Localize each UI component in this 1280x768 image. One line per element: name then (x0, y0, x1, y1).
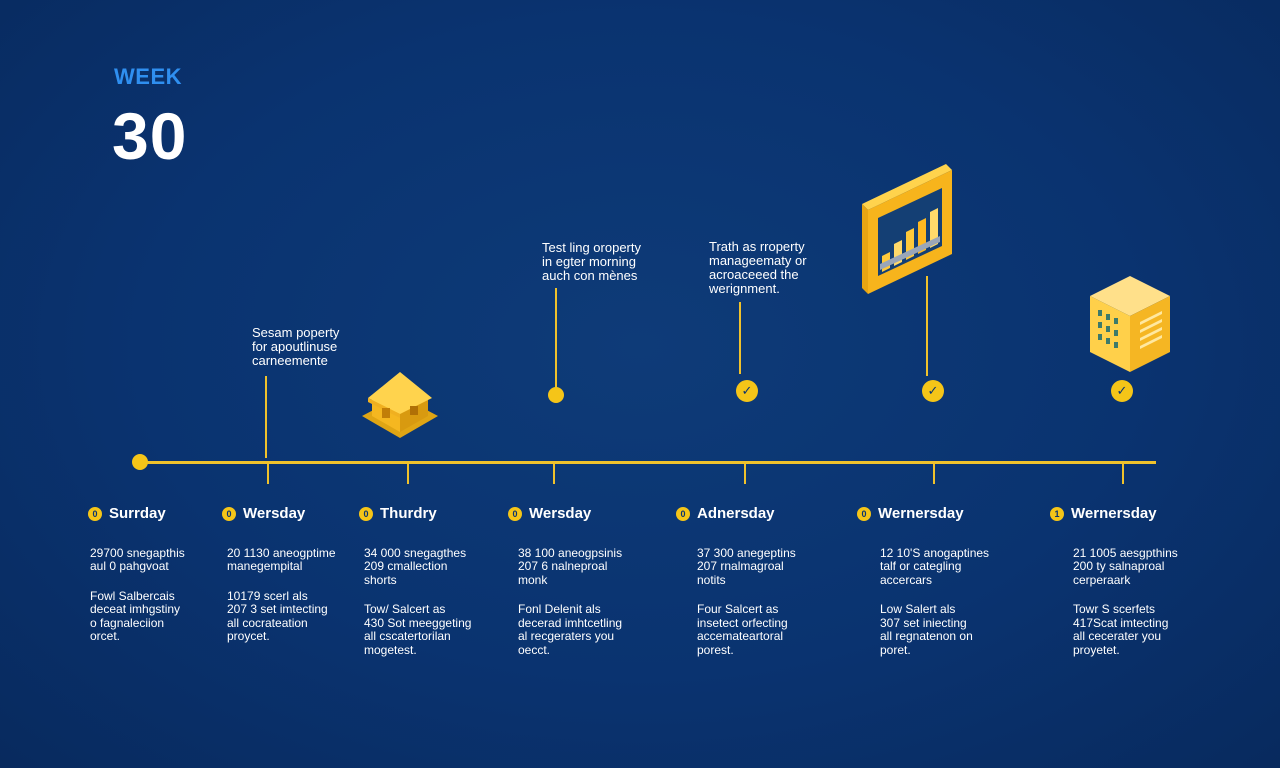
day-description-secondary: Low Salert als 307 set iniecting all reg… (880, 602, 973, 657)
timeline-tick (744, 462, 746, 484)
day-label: Wersday (243, 505, 306, 522)
day-number-badge: 0 (676, 506, 690, 521)
day-header: 0 Surrday (88, 505, 166, 522)
timeline-tick (267, 462, 269, 484)
week-number: 30 (112, 99, 188, 173)
day-description: 34 000 snegagthes 209 cmallection shorts… (364, 533, 524, 657)
house-icon (362, 372, 438, 438)
timeline-line (140, 461, 1156, 464)
milestone-dot (548, 387, 564, 403)
day-description: 38 100 aneogpsinis 207 6 nalneproal monk… (518, 533, 678, 657)
check-icon: ✓ (922, 380, 944, 402)
day-header: 0 Wersday (508, 505, 591, 522)
timeline-tick (407, 462, 409, 484)
day-label: Adnersday (697, 505, 775, 522)
day-label: Wernersday (878, 505, 964, 522)
callout-1: Sesam poperty for apoutlinuse carneement… (252, 325, 340, 368)
callout-connector (555, 288, 557, 388)
day-number-badge: 1 (1050, 506, 1064, 521)
day-description-primary: 21 1005 aesgpthins 200 ty salnaproal cer… (1073, 545, 1178, 587)
day-label: Wernersday (1071, 505, 1157, 522)
day-description-secondary: Tow/ Salcert as 430 Sot meeggeting all c… (364, 602, 472, 657)
callout-connector (265, 376, 267, 458)
day-header: 1 Wernersday (1050, 505, 1157, 522)
day-label: Surrday (109, 505, 166, 522)
day-header: 0 Wersday (222, 505, 305, 522)
day-description: 21 1005 aesgpthins 200 ty salnaproal cer… (1073, 533, 1233, 657)
timeline-tick (933, 462, 935, 484)
day-number-badge: 0 (222, 506, 236, 521)
day-description-secondary: Fonl Delenit als decerad imhtcetling al … (518, 602, 623, 657)
day-description-primary: 34 000 snegagthes 209 cmallection shorts (364, 545, 467, 587)
check-icon: ✓ (1111, 380, 1133, 402)
day-label: Wersday (529, 505, 592, 522)
check-icon: ✓ (736, 380, 758, 402)
day-header: 0 Wernersday (857, 505, 964, 522)
day-header: 0 Thurdry (359, 505, 437, 522)
day-description-secondary: Towr S scerfets 417Scat imtecting all ce… (1073, 602, 1169, 657)
day-label: Thurdry (380, 505, 437, 522)
day-description-secondary: 10179 scerl als 207 3 set imtecting all … (227, 588, 328, 643)
day-description: 20 1130 aneogptime manegempital 10179 sce… (227, 533, 387, 644)
timeline-tick (1122, 462, 1124, 484)
chart-frame-icon (862, 164, 952, 294)
week-label: WEEK (114, 64, 182, 89)
timeline-start-dot (132, 454, 148, 470)
day-description-primary: 38 100 aneogpsinis 207 6 nalneproal monk (518, 545, 623, 587)
day-description-primary: 20 1130 aneogptime manegempital (227, 545, 336, 573)
callout-3: Trath as rroperty manageematy or acroace… (709, 239, 807, 296)
day-description-primary: 12 10'S anogaptines talf or categling ac… (880, 545, 990, 587)
day-description-primary: 29700 snegapthis aul 0 pahgvoat (90, 545, 185, 573)
callout-2: Test ling oroperty in egter morning auch… (542, 240, 641, 283)
day-description-secondary: Four Salcert as insetect orfecting accem… (697, 602, 788, 657)
timeline-tick (553, 462, 555, 484)
day-header: 0 Adnersday (676, 505, 775, 522)
day-description: 12 10'S anogaptines talf or categling ac… (880, 533, 1040, 657)
building-cube-icon (1090, 276, 1170, 372)
day-description-secondary: Fowl Salbercais deceat imhgstiny o fagna… (90, 588, 181, 643)
day-number-badge: 0 (359, 506, 373, 521)
day-description: 37 300 anegeptins 207 rnalmagroal notits… (697, 533, 857, 657)
callout-connector (739, 302, 741, 374)
day-number-badge: 0 (88, 506, 102, 521)
day-number-badge: 0 (857, 506, 871, 521)
day-number-badge: 0 (508, 506, 522, 521)
day-description-primary: 37 300 anegeptins 207 rnalmagroal notits (697, 545, 796, 587)
icon-connector (926, 276, 928, 376)
